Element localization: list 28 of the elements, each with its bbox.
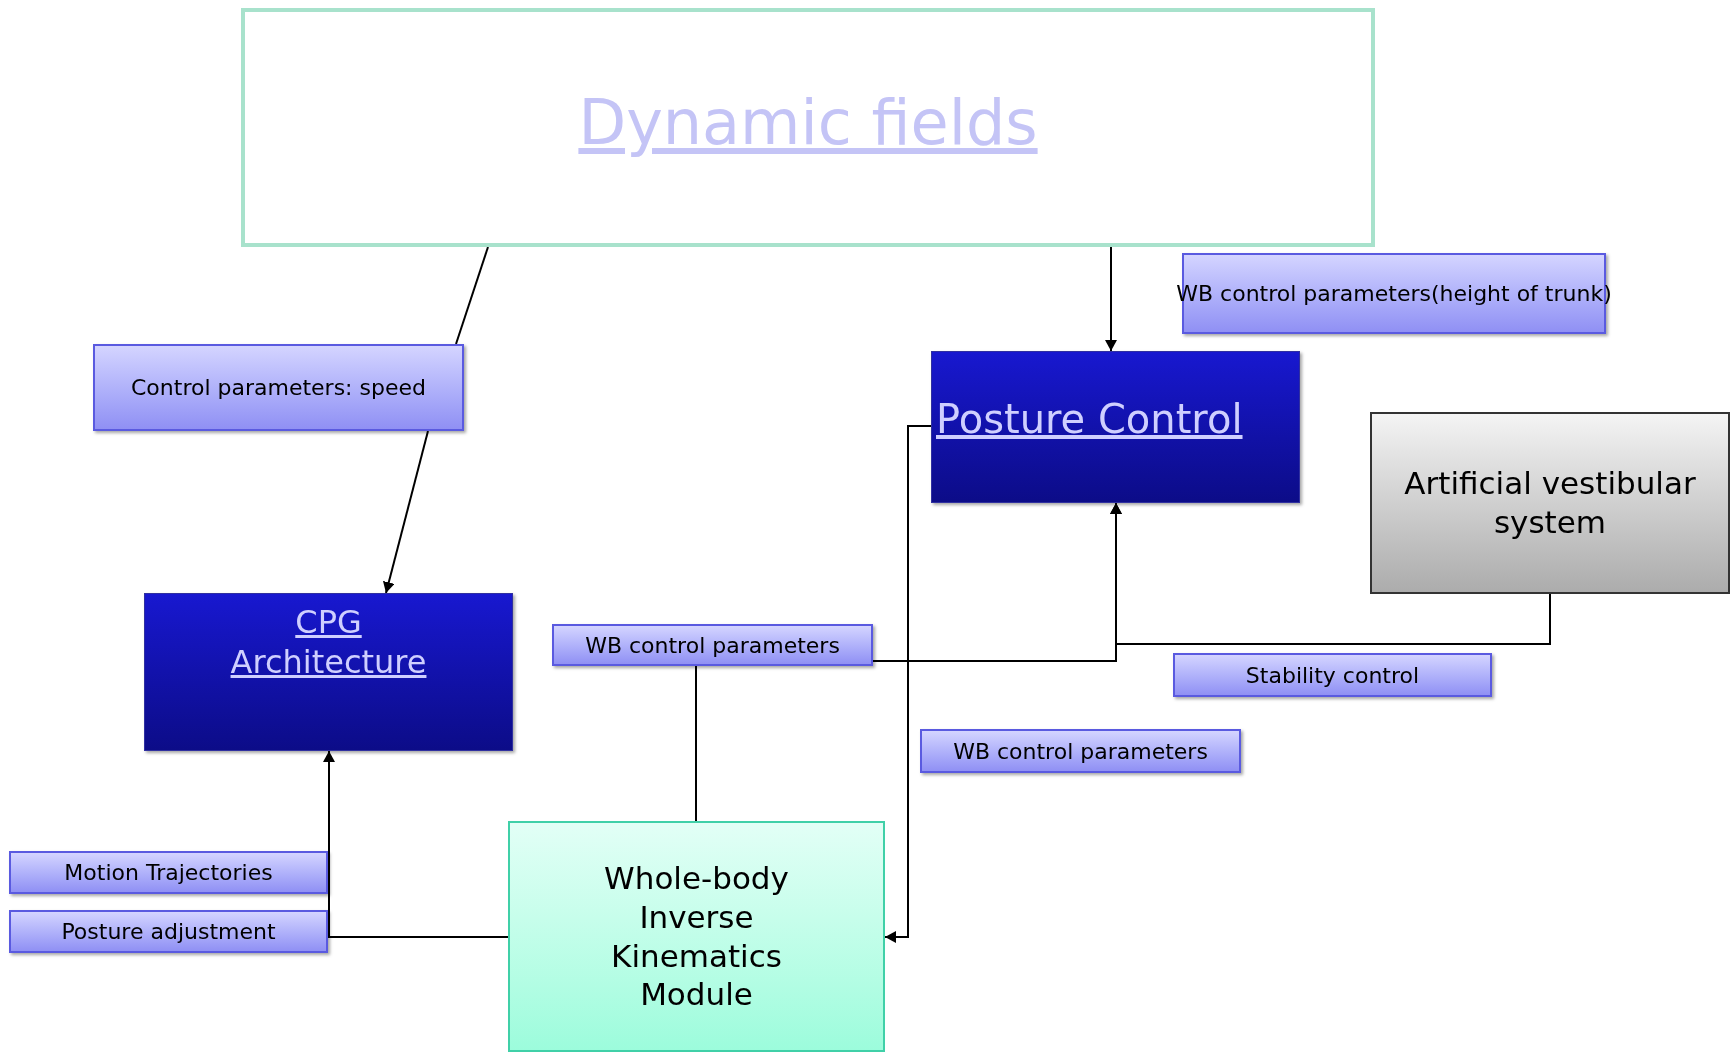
box-label: WB control parameters xyxy=(953,737,1208,766)
box-label: Artificial vestibular system xyxy=(1403,464,1697,542)
connector-arrow xyxy=(382,430,429,594)
box-label: WB control parameters(height of trunk) xyxy=(1176,280,1612,308)
label-box xyxy=(9,851,328,894)
title-box xyxy=(241,8,1375,247)
connector-arrow xyxy=(323,750,509,938)
box-label: Stability control xyxy=(1245,661,1420,690)
box-label: Control parameters: speed xyxy=(131,374,426,402)
box-label: Dynamic fields xyxy=(578,85,1038,161)
connector-arrow xyxy=(1110,502,1551,645)
label-box xyxy=(1173,653,1492,697)
box-label: Posture Control xyxy=(936,395,1243,444)
module-box xyxy=(508,821,885,1052)
connector-arrow xyxy=(1105,246,1117,352)
label-box xyxy=(9,910,328,953)
module-box xyxy=(931,351,1300,503)
box-label: Whole-body Inverse Kinematics Module xyxy=(603,859,790,1014)
box-label: Motion Trajectories xyxy=(64,859,273,887)
box-label: Posture adjustment xyxy=(61,918,276,946)
module-box xyxy=(144,593,513,751)
label-box xyxy=(93,344,464,431)
connector-arrow xyxy=(884,425,932,943)
box-label: CPG Architecture xyxy=(229,602,428,682)
box-label: WB control parameters xyxy=(585,631,840,660)
module-box xyxy=(1370,412,1730,594)
label-box xyxy=(552,624,873,666)
label-box xyxy=(920,729,1241,773)
